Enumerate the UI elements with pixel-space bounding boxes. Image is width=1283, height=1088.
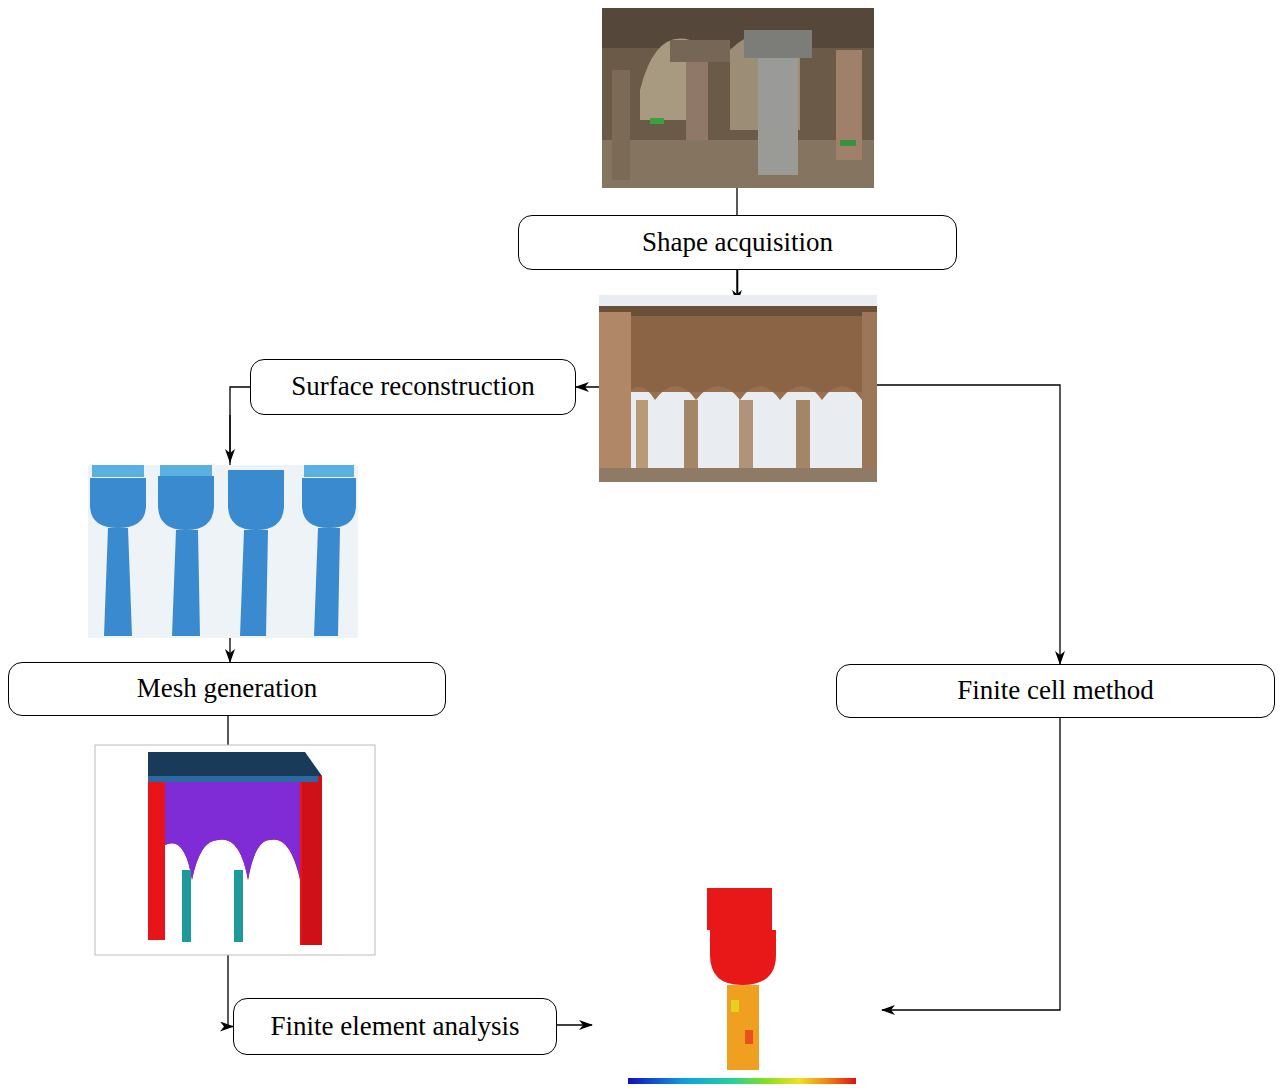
arrow xyxy=(557,1024,592,1025)
box-label: Mesh generation xyxy=(137,674,318,704)
box-label: Shape acquisition xyxy=(642,228,833,258)
process-box: Finite cell method xyxy=(836,664,1275,718)
box-label: Finite cell method xyxy=(957,676,1153,706)
arrow xyxy=(882,718,1060,1010)
leader-line xyxy=(736,188,737,215)
fe-result xyxy=(628,888,856,1084)
column-surfaces xyxy=(88,465,358,638)
process-box: Shape acquisition xyxy=(518,215,957,270)
process-box: Finite element analysis xyxy=(233,998,557,1055)
point-cloud xyxy=(599,295,877,482)
process-box: Mesh generation xyxy=(8,662,446,716)
arrow xyxy=(229,415,230,462)
box-label: Surface reconstruction xyxy=(291,372,535,402)
fe-mesh xyxy=(95,745,375,955)
site-photo xyxy=(602,8,874,188)
process-box: Surface reconstruction xyxy=(250,359,576,415)
box-label: Finite element analysis xyxy=(271,1012,520,1042)
